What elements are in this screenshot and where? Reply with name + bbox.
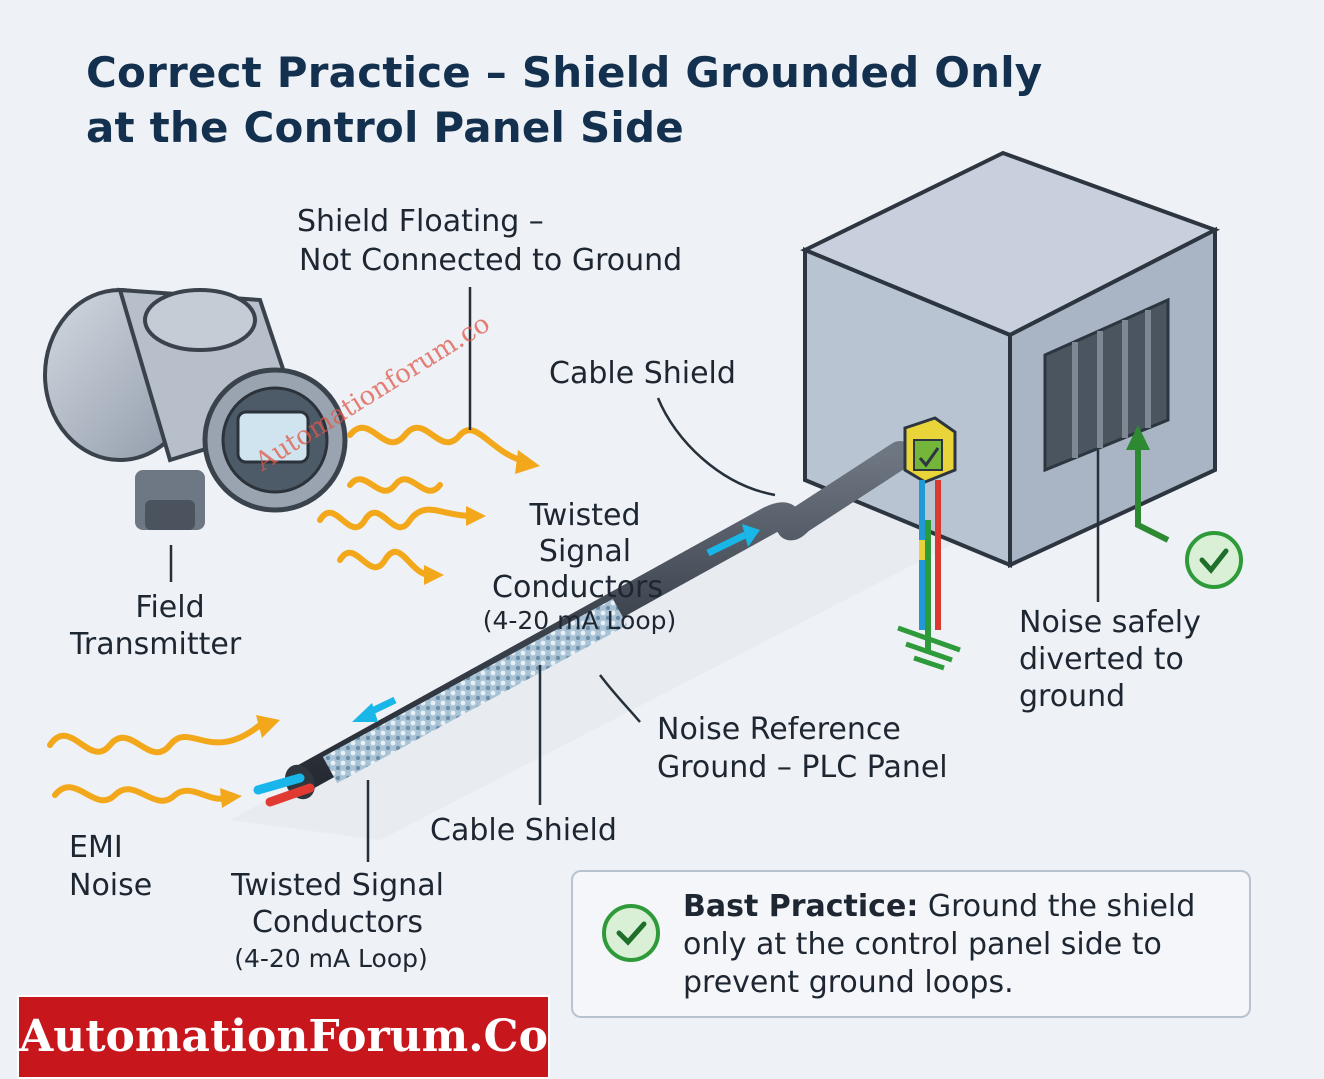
emi-noise-waves bbox=[47, 424, 540, 808]
emi-label-1: EMI bbox=[69, 830, 123, 865]
noise-diverted-label-2: diverted to bbox=[1019, 642, 1184, 677]
page-title-line-2: at the Control Panel Side bbox=[86, 103, 684, 152]
best-practice-text: Bast Practice: Ground the shield only at… bbox=[683, 888, 1243, 1002]
noise-diverted-label-1: Noise safely bbox=[1019, 605, 1201, 640]
cable-shield-top-label: Cable Shield bbox=[549, 356, 736, 391]
check-circle-icon bbox=[602, 904, 660, 962]
noise-diverted-arrow-icon bbox=[1126, 425, 1170, 543]
noise-diverted-label-3: ground bbox=[1019, 679, 1126, 714]
panel-check-circle-icon bbox=[1185, 531, 1243, 589]
noise-ref-label-1: Noise Reference bbox=[657, 712, 901, 747]
shield-floating-label-1: Shield Floating – bbox=[297, 204, 544, 239]
leader-lines bbox=[169, 287, 1100, 862]
signal-arrow-icon bbox=[352, 524, 760, 722]
ground-wires bbox=[919, 480, 941, 650]
field-transmitter-illustration bbox=[43, 287, 348, 530]
cable-shield-bottom-label: Cable Shield bbox=[430, 813, 617, 848]
shielded-cable bbox=[253, 441, 914, 807]
twisted-top-label-1: Twisted bbox=[529, 498, 641, 533]
twisted-bottom-label-1: Twisted Signal bbox=[231, 868, 444, 903]
page-title-line-1: Correct Practice – Shield Grounded Only bbox=[86, 48, 1043, 97]
ground-symbol-icon bbox=[897, 625, 961, 671]
noise-ref-label-2: Ground – PLC Panel bbox=[657, 750, 948, 785]
field-label-2: Transmitter bbox=[70, 627, 242, 662]
floor-shadow bbox=[230, 500, 1000, 840]
twisted-bottom-label-3: (4-20 mA Loop) bbox=[234, 944, 428, 973]
control-panel-cabinet bbox=[800, 150, 1220, 569]
brand-banner: AutomationForum.Co bbox=[17, 995, 550, 1079]
terminal-block bbox=[903, 416, 957, 484]
twisted-bottom-label-2: Conductors bbox=[252, 905, 423, 940]
best-practice-body: Ground the shield only at the control pa… bbox=[683, 889, 1196, 1000]
twisted-top-label-3: Conductors bbox=[492, 570, 663, 605]
shield-floating-label-2: Not Connected to Ground bbox=[299, 243, 683, 278]
best-practice-note: Bast Practice: Ground the shield only at… bbox=[571, 870, 1251, 1018]
twisted-top-label-2: Signal bbox=[538, 534, 632, 569]
field-label-1: Field bbox=[135, 590, 205, 625]
best-practice-heading: Bast Practice: bbox=[683, 889, 919, 924]
brand-text: AutomationForum.Co bbox=[19, 1011, 548, 1062]
twisted-top-label-4: (4-20 mA Loop) bbox=[482, 606, 677, 635]
emi-label-2: Noise bbox=[69, 868, 153, 903]
